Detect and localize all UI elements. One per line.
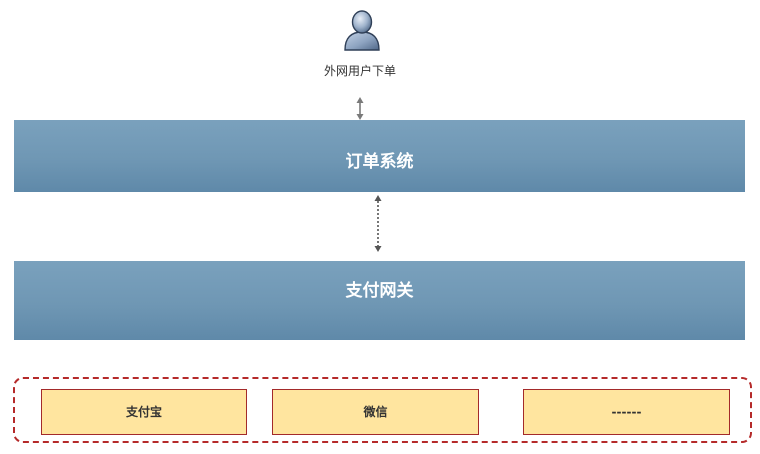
channel-more-label: ------ xyxy=(611,405,642,419)
channel-wechat: 微信 xyxy=(272,389,479,435)
channel-wechat-label: 微信 xyxy=(363,405,388,419)
order-system-band: 订单系统 xyxy=(14,120,745,192)
payment-gateway-band: 支付网关 xyxy=(14,261,745,340)
user-order-arrow xyxy=(356,97,364,120)
order-system-label: 订单系统 xyxy=(345,152,414,172)
channel-more: ------ xyxy=(523,389,730,435)
payment-channel-group xyxy=(13,377,752,443)
user-label: 外网用户下单 xyxy=(323,64,396,78)
channel-alipay-label: 支付宝 xyxy=(125,405,162,419)
payment-gateway-label: 支付网关 xyxy=(345,281,414,301)
order-gateway-arrow xyxy=(374,195,382,252)
channel-alipay: 支付宝 xyxy=(41,389,247,435)
user-icon xyxy=(344,10,380,51)
